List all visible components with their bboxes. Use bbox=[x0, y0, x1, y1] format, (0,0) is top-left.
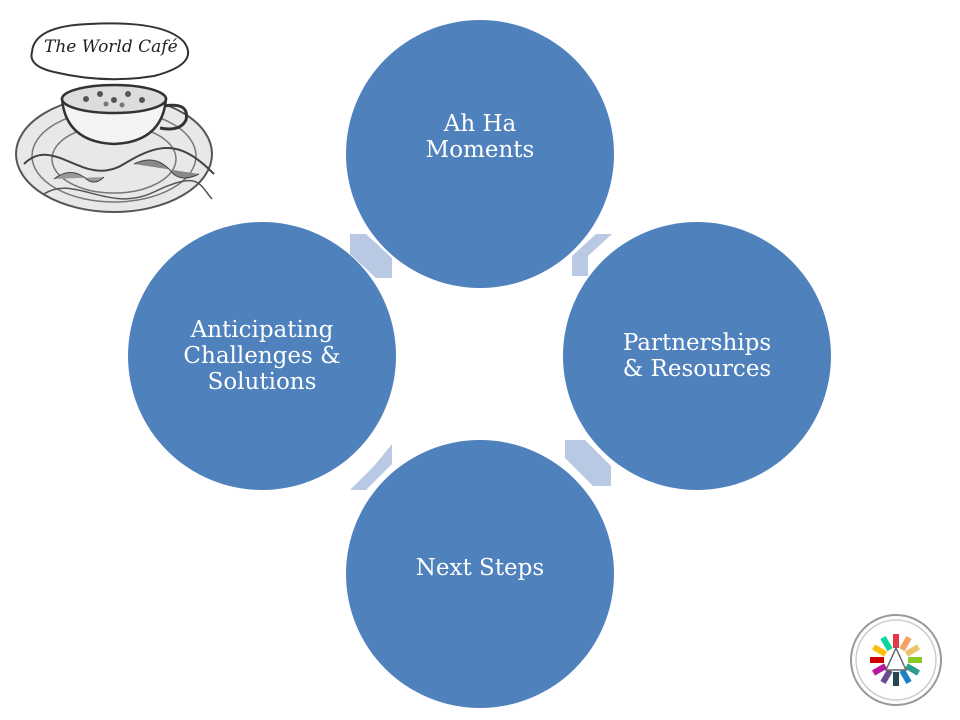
world-cafe-logo: The World Café bbox=[14, 14, 219, 219]
node-label: Next Steps bbox=[415, 555, 545, 581]
logo-title-text: The World Café bbox=[44, 37, 178, 57]
node-next-steps: Next Steps bbox=[346, 440, 614, 708]
node-label: Ah Ha Moments bbox=[425, 111, 535, 163]
connector-top-right bbox=[572, 234, 612, 276]
node-anticipating-challenges: Anticipating Challenges & Solutions bbox=[128, 222, 396, 490]
color-wheel-badge-icon bbox=[850, 614, 942, 706]
color-wheel-badge bbox=[848, 612, 944, 708]
node-label: Anticipating Challenges & Solutions bbox=[183, 317, 341, 395]
connector-left-top bbox=[350, 234, 392, 278]
node-label: Partnerships & Resources bbox=[622, 330, 772, 382]
connector-bottom-left bbox=[350, 444, 392, 490]
node-partnerships-resources: Partnerships & Resources bbox=[563, 222, 831, 490]
connector-right-bottom bbox=[565, 440, 611, 486]
world-cafe-teacup-logo-icon: The World Café bbox=[15, 22, 215, 213]
node-ah-ha-moments: Ah Ha Moments bbox=[346, 20, 614, 288]
